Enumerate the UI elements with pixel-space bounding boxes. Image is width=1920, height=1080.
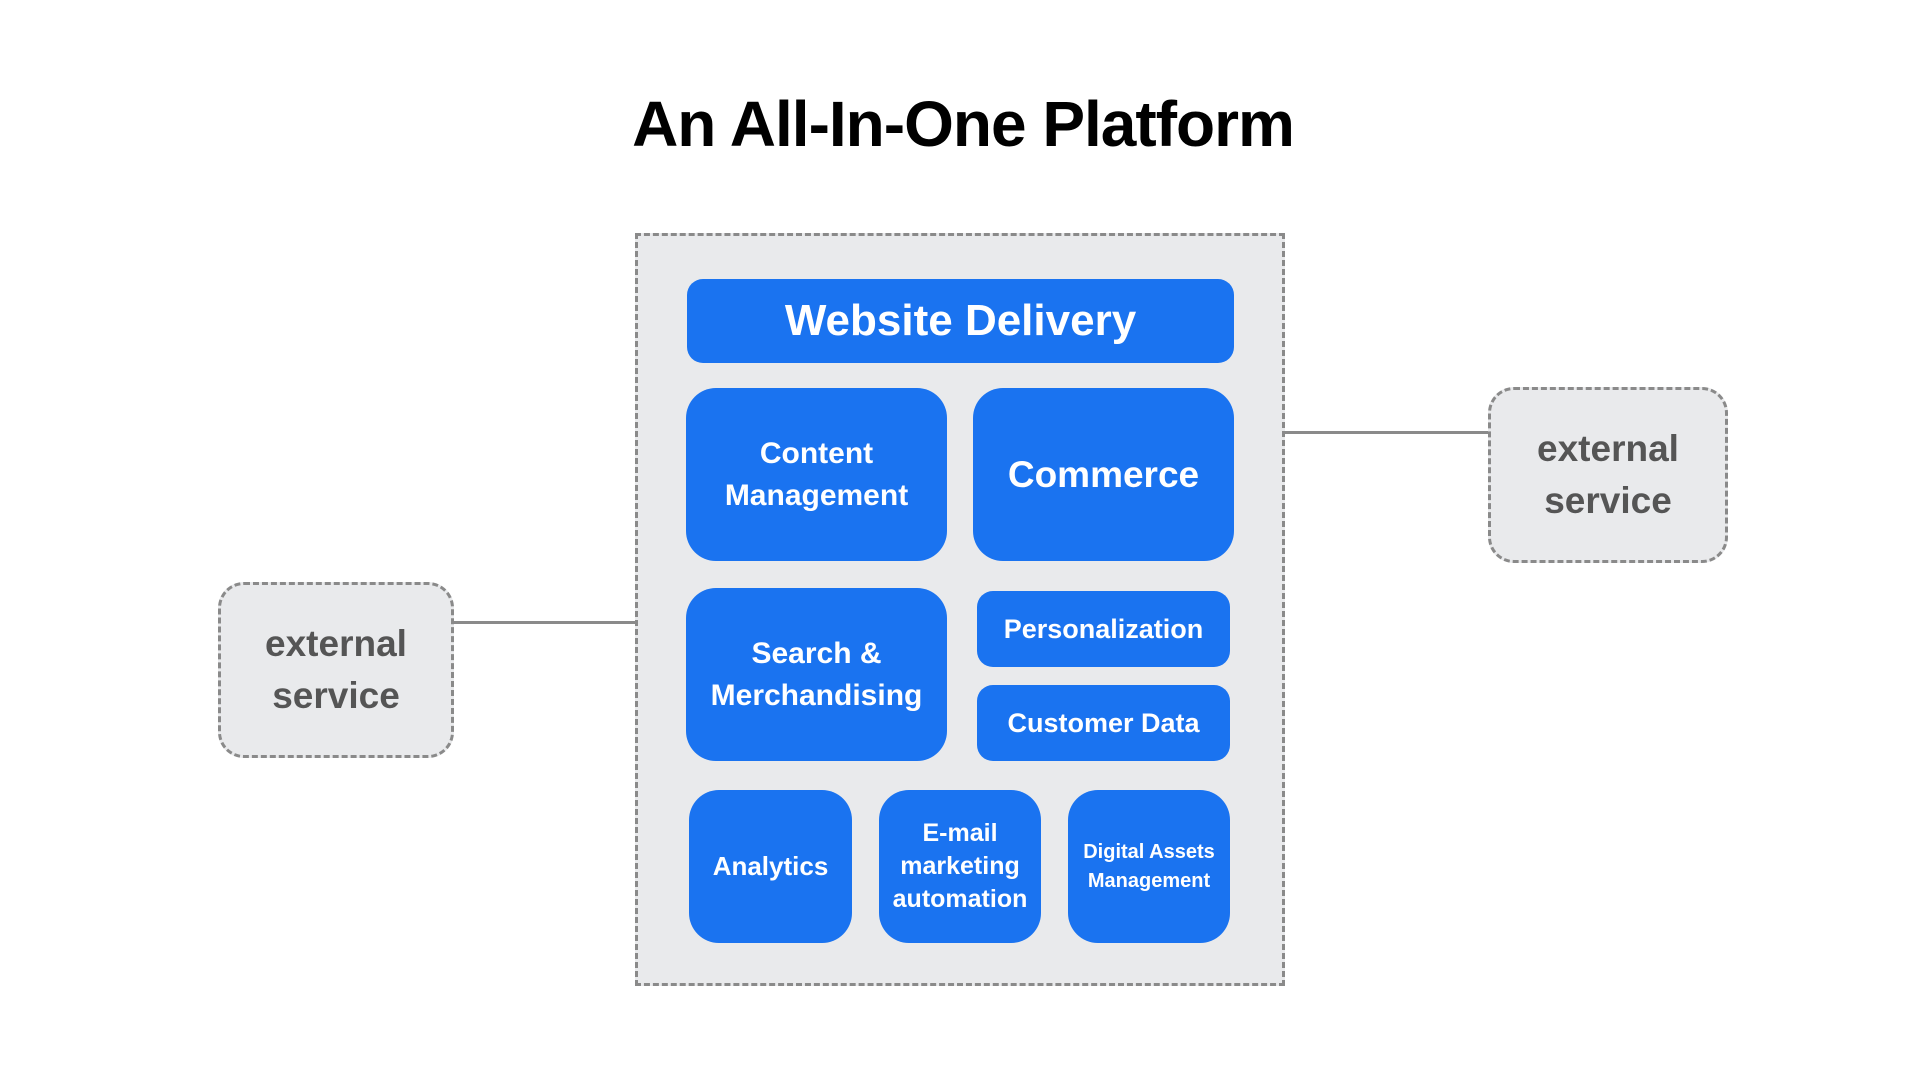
service-email-marketing[interactable]: E-mail marketing automation bbox=[879, 790, 1041, 943]
service-digital-assets[interactable]: Digital Assets Management bbox=[1068, 790, 1230, 943]
connector-right bbox=[1234, 431, 1490, 434]
service-label: Content Management bbox=[724, 436, 909, 512]
external-service-label: external service bbox=[1537, 428, 1679, 521]
external-service-label: external service bbox=[265, 623, 407, 716]
service-label: Search & Merchandising bbox=[710, 636, 923, 712]
service-label: Customer Data bbox=[1007, 707, 1200, 738]
external-service-right[interactable]: external service bbox=[1488, 387, 1728, 563]
service-label: Personalization bbox=[1003, 613, 1204, 644]
service-website-delivery[interactable]: Website Delivery bbox=[687, 279, 1234, 363]
service-label: Digital Assets Management bbox=[1083, 840, 1215, 892]
service-content-management[interactable]: Content Management bbox=[686, 388, 947, 561]
external-service-left[interactable]: external service bbox=[218, 582, 454, 758]
connector-left bbox=[453, 621, 687, 624]
service-label: E-mail marketing automation bbox=[892, 819, 1028, 913]
service-personalization[interactable]: Personalization bbox=[977, 591, 1230, 667]
service-search-merchandising[interactable]: Search & Merchandising bbox=[686, 588, 947, 761]
service-label: Commerce bbox=[1007, 453, 1200, 495]
service-customer-data[interactable]: Customer Data bbox=[977, 685, 1230, 761]
diagram-title: An All-In-One Platform bbox=[632, 88, 1295, 160]
service-commerce[interactable]: Commerce bbox=[973, 388, 1234, 561]
service-label: Analytics bbox=[712, 851, 829, 881]
service-analytics[interactable]: Analytics bbox=[689, 790, 852, 943]
service-label: Website Delivery bbox=[784, 296, 1137, 345]
